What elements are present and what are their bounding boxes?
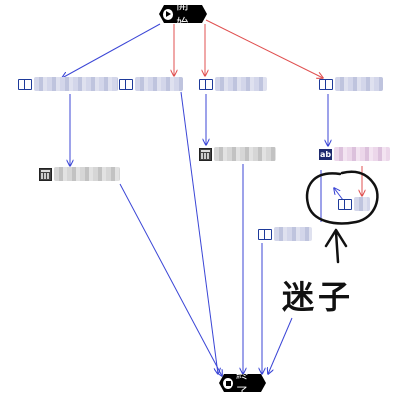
process-node[interactable] xyxy=(119,76,183,92)
blurred-label xyxy=(54,167,120,181)
book-icon xyxy=(319,78,333,90)
process-node[interactable] xyxy=(258,226,312,242)
blurred-label xyxy=(215,77,267,91)
hand-drawn-circle xyxy=(305,170,379,225)
calc-node[interactable] xyxy=(199,146,276,162)
blurred-label xyxy=(354,197,370,211)
calc-node[interactable] xyxy=(39,166,120,182)
blurred-label xyxy=(214,147,276,161)
play-circle-icon xyxy=(163,9,173,20)
edge-n2-to-end xyxy=(180,91,218,374)
book-icon xyxy=(338,198,352,210)
blurred-label xyxy=(335,77,383,91)
edge-n8-to-n7 xyxy=(334,188,344,201)
process-node[interactable] xyxy=(319,76,383,92)
book-icon xyxy=(119,78,133,90)
end-node[interactable]: 終了 xyxy=(219,374,266,392)
lost-annotation-text: 迷子 xyxy=(282,278,355,316)
start-node[interactable]: 開始 xyxy=(159,5,207,23)
edge-n9b-to-end xyxy=(268,317,293,374)
calculator-icon xyxy=(199,147,212,161)
book-icon xyxy=(199,78,213,90)
blurred-label xyxy=(274,227,312,241)
edge-n5-to-end xyxy=(119,183,222,376)
calculator-icon xyxy=(39,167,52,181)
edge-start-to-n4 xyxy=(205,19,323,78)
blurred-label xyxy=(135,77,183,91)
process-node-lost[interactable] xyxy=(338,196,370,212)
process-node[interactable] xyxy=(18,76,118,92)
text-ab-icon: ab xyxy=(319,148,333,160)
stop-circle-icon xyxy=(223,378,233,389)
blurred-label xyxy=(34,77,118,91)
book-icon xyxy=(258,228,272,240)
book-icon xyxy=(18,78,32,90)
text-node[interactable]: ab xyxy=(319,146,391,162)
edge-start-to-n1 xyxy=(62,23,161,78)
blurred-label xyxy=(334,147,391,161)
process-node[interactable] xyxy=(199,76,267,92)
hand-drawn-arrow xyxy=(324,228,348,264)
